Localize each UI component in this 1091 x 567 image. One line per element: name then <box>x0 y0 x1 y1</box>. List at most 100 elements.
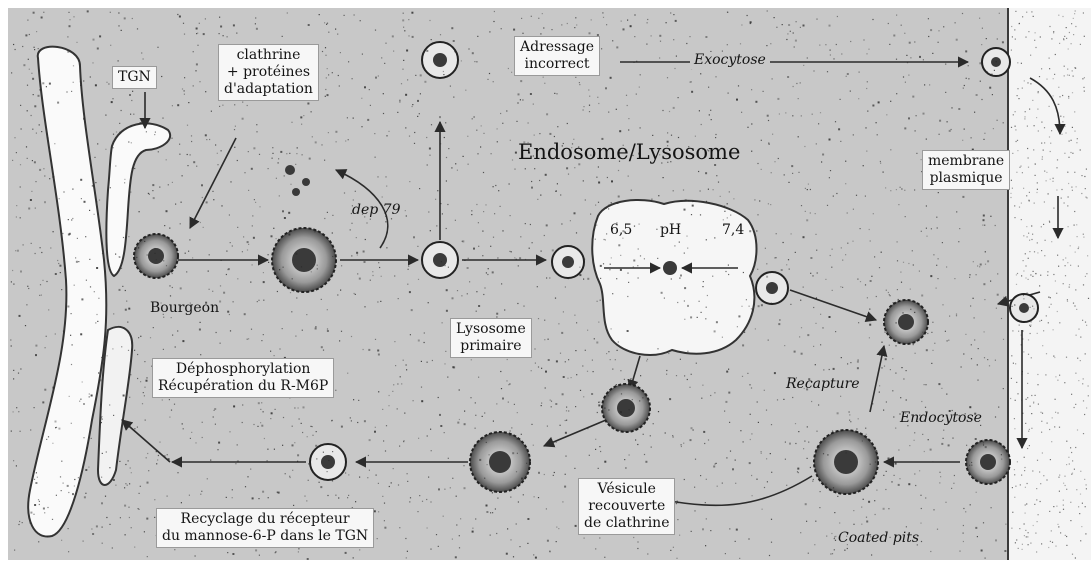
speckle-dot <box>332 451 333 452</box>
speckle-dot <box>1087 255 1088 256</box>
speckle-dot <box>205 134 207 136</box>
speckle-dot <box>309 158 311 160</box>
speckle-dot <box>1085 188 1086 189</box>
speckle-dot <box>85 493 86 494</box>
speckle-dot <box>335 495 336 496</box>
speckle-dot <box>436 225 437 226</box>
speckle-dot <box>25 325 26 326</box>
speckle-dot <box>881 342 882 343</box>
speckle-dot <box>1042 159 1043 160</box>
speckle-dot <box>781 269 783 271</box>
speckle-dot <box>583 106 584 107</box>
speckle-dot <box>1024 523 1025 524</box>
speckle-dot <box>278 158 279 159</box>
speckle-dot <box>214 408 216 410</box>
speckle-dot <box>666 22 667 23</box>
speckle-dot <box>96 525 98 527</box>
speckle-dot <box>1032 234 1033 235</box>
speckle-dot <box>857 367 859 369</box>
speckle-dot <box>1034 504 1035 505</box>
speckle-dot <box>644 258 645 259</box>
speckle-dot <box>372 537 373 538</box>
speckle-dot <box>806 388 808 390</box>
speckle-dot <box>76 261 78 263</box>
speckle-dot <box>389 395 390 396</box>
coated-pit <box>966 440 1010 484</box>
speckle-dot <box>1017 150 1018 151</box>
speckle-dot <box>213 376 214 377</box>
speckle-dot <box>777 98 779 100</box>
speckle-dot <box>204 374 206 376</box>
speckle-dot <box>832 431 833 432</box>
speckle-dot <box>938 258 939 259</box>
speckle-dot <box>981 44 982 45</box>
speckle-dot <box>254 199 255 200</box>
speckle-dot <box>44 389 46 391</box>
speckle-dot <box>1049 222 1050 223</box>
speckle-dot <box>1070 265 1071 266</box>
speckle-dot <box>1067 301 1068 302</box>
speckle-dot <box>1015 400 1016 401</box>
speckle-dot <box>493 237 494 238</box>
speckle-dot <box>483 211 484 212</box>
speckle-dot <box>1040 483 1041 484</box>
speckle-dot <box>328 74 329 75</box>
speckle-dot <box>546 508 547 509</box>
speckle-dot <box>268 262 269 263</box>
speckle-dot <box>31 243 32 244</box>
speckle-dot <box>767 115 769 117</box>
speckle-dot <box>1058 87 1059 88</box>
speckle-dot <box>660 41 661 42</box>
speckle-dot <box>284 217 286 219</box>
speckle-dot <box>290 292 291 293</box>
speckle-dot <box>367 119 369 121</box>
speckle-dot <box>1037 189 1038 190</box>
speckle-dot <box>493 186 494 187</box>
speckle-dot <box>94 214 95 215</box>
speckle-dot <box>272 153 273 154</box>
speckle-dot <box>512 452 514 454</box>
speckle-dot <box>437 190 438 191</box>
speckle-dot <box>419 188 420 189</box>
speckle-dot <box>1037 384 1038 385</box>
speckle-dot <box>598 166 599 167</box>
speckle-dot <box>350 229 351 230</box>
speckle-dot <box>368 534 369 535</box>
speckle-dot <box>278 162 279 163</box>
speckle-dot <box>80 333 82 335</box>
speckle-dot <box>626 95 627 96</box>
speckle-dot <box>1025 277 1026 278</box>
speckle-dot <box>546 224 548 226</box>
speckle-dot <box>1031 357 1032 358</box>
speckle-dot <box>879 385 880 386</box>
speckle-dot <box>1081 193 1082 194</box>
speckle-dot <box>564 486 566 488</box>
speckle-dot <box>973 261 974 262</box>
speckle-dot <box>1032 276 1033 277</box>
speckle-dot <box>736 529 738 531</box>
speckle-dot <box>926 236 927 237</box>
speckle-dot <box>1003 122 1004 123</box>
speckle-dot <box>413 400 414 401</box>
speckle-dot <box>869 337 870 338</box>
speckle-dot <box>153 197 155 199</box>
speckle-dot <box>296 82 297 83</box>
speckle-dot <box>598 202 599 203</box>
speckle-dot <box>182 88 183 89</box>
speckle-dot <box>89 210 90 211</box>
speckle-dot <box>227 269 228 270</box>
speckle-dot <box>492 492 493 493</box>
speckle-dot <box>544 320 545 321</box>
speckle-dot <box>890 190 891 191</box>
speckle-dot <box>11 431 12 432</box>
speckle-dot <box>152 184 154 186</box>
speckle-dot <box>374 133 375 134</box>
speckle-dot <box>1019 23 1020 24</box>
speckle-dot <box>659 154 660 155</box>
speckle-dot <box>1046 479 1047 480</box>
speckle-dot <box>258 300 259 301</box>
speckle-dot <box>486 272 487 273</box>
speckle-dot <box>295 336 296 337</box>
speckle-dot <box>63 191 64 192</box>
speckle-dot <box>631 190 632 191</box>
